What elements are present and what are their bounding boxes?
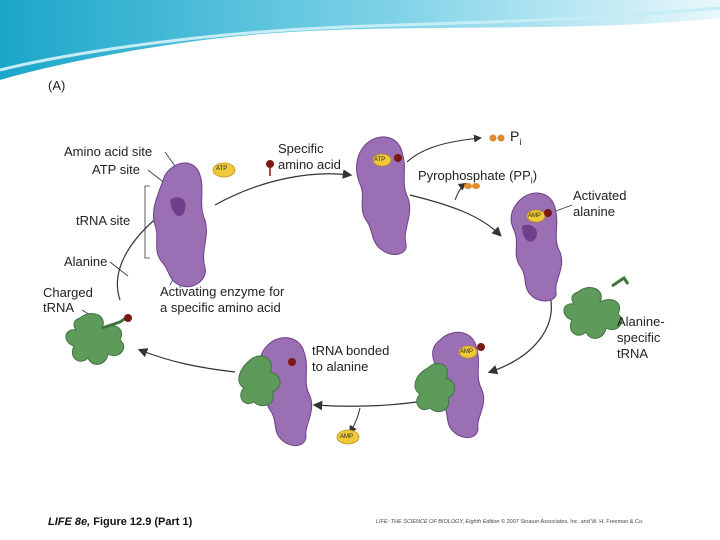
label-charged-trna-2: tRNA <box>43 300 75 315</box>
enzyme-2 <box>356 136 411 256</box>
arrow-top-right <box>409 194 502 237</box>
enzyme-5 <box>238 337 313 446</box>
enzyme-4 <box>414 331 485 438</box>
trna-site-bracket <box>144 185 150 259</box>
arrow-bottom-right <box>312 399 431 411</box>
label-pi-main: P <box>510 128 520 144</box>
enzyme-3 <box>510 192 563 302</box>
arrow-pi-release <box>406 134 482 163</box>
credit-line: LIFE: THE SCIENCE OF BIOLOGY, Eighth Edi… <box>376 519 644 525</box>
free-pyrophosphate <box>464 183 480 189</box>
arrow-right <box>487 289 552 375</box>
credit-rest: © 2007 Sinauer Associates, Inc. and W. H… <box>499 519 644 525</box>
leader-alanine <box>109 261 129 277</box>
arrow-left <box>116 214 161 301</box>
label-activating-enzyme-2: a specific amino acid <box>160 300 281 315</box>
free-atp <box>212 162 236 178</box>
header-banner <box>0 0 720 80</box>
label-pyrophosphate-main: Pyrophosphate (PP <box>418 168 531 183</box>
label-trna-bonded-1: tRNA bonded <box>312 343 390 358</box>
charged-trna <box>65 313 132 365</box>
label-alanine-specific-2: specific <box>617 330 661 345</box>
free-phosphate <box>489 134 505 142</box>
free-amino-acid <box>266 160 274 176</box>
amp-badge-free: AMP <box>340 434 354 440</box>
label-charged-trna-1: Charged <box>43 285 93 300</box>
free-amp <box>336 429 360 445</box>
arrow-top <box>214 169 353 206</box>
trna-free <box>563 275 630 339</box>
credit-book-title: LIFE: THE SCIENCE OF BIOLOGY, Eighth Edi… <box>376 519 500 525</box>
label-activated-alanine-2: alanine <box>573 204 615 219</box>
label-trna-site: tRNA site <box>76 213 131 228</box>
amp-badge-activated: AMP <box>528 213 542 219</box>
label-specific-amino-acid-1: Specific <box>278 141 324 156</box>
label-pyrophosphate-end: ) <box>532 168 538 183</box>
label-amino-acid-site: Amino acid site <box>64 144 153 159</box>
label-activated-alanine-1: Activated <box>573 188 627 203</box>
label-atp-site: ATP site <box>92 162 140 177</box>
arrow-bottom-left <box>137 348 236 373</box>
caption-figure: Figure 12.9 (Part 1) <box>90 516 193 528</box>
header-banner-streak <box>0 6 720 72</box>
arrow-amp-release <box>348 407 361 434</box>
label-alanine-specific-3: tRNA <box>617 346 649 361</box>
enzyme-1 <box>152 162 207 288</box>
atp-badge-free: ATP <box>216 166 228 172</box>
label-pyrophosphate-sub: i <box>530 175 533 186</box>
label-activating-enzyme-1: Activating enzyme for <box>160 284 285 299</box>
arrow-pp-release <box>454 182 467 201</box>
label-pyrophosphate: Pyrophosphate (PPi) <box>418 168 537 189</box>
label-pi: Pi <box>510 129 521 150</box>
figure-caption: LIFE 8e, Figure 12.9 (Part 1) <box>48 516 192 528</box>
caption-book: LIFE 8e, <box>48 516 91 528</box>
panel-label: (A) <box>48 78 66 93</box>
label-alanine: Alanine <box>64 254 108 269</box>
label-specific-amino-acid-2: amino acid <box>278 157 341 172</box>
label-pi-sub: i <box>519 136 522 147</box>
atp-badge-enzyme: ATP <box>374 157 386 163</box>
amp-badge-bound: AMP <box>460 349 474 355</box>
label-trna-bonded-2: to alanine <box>312 359 369 374</box>
label-alanine-specific-1: Alanine- <box>617 314 665 329</box>
